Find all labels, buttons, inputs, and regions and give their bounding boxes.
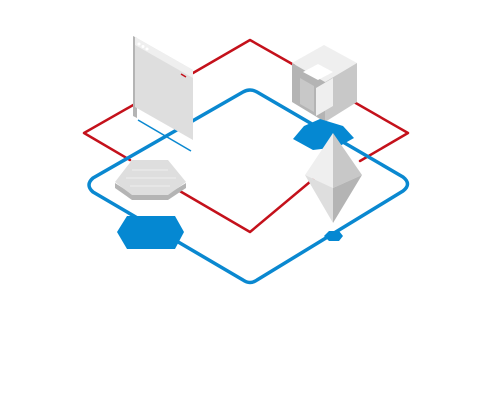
hex-chip-icon bbox=[115, 160, 186, 200]
blue-connector bbox=[324, 231, 343, 241]
blue-loop bbox=[87, 88, 410, 285]
blue-hexagon-top bbox=[293, 119, 354, 150]
server-box-icon bbox=[292, 45, 357, 122]
browser-window-icon bbox=[133, 36, 193, 140]
ethereum-crystal-icon bbox=[305, 133, 362, 223]
red-loop bbox=[82, 38, 410, 234]
blue-hexagon-large bbox=[117, 216, 184, 249]
browser-blue-link bbox=[137, 119, 192, 152]
